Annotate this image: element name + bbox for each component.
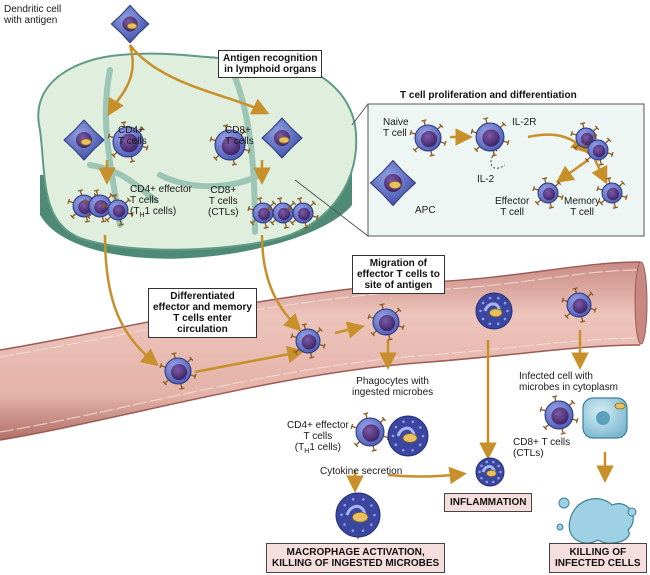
cd4-effector-2 (83, 189, 117, 223)
outcome-inflammation: INFLAMMATION (444, 493, 533, 512)
label-cd8-effector: CD8+ T cells (CTLs) (208, 185, 239, 218)
label-il2r: IL-2R (512, 117, 537, 128)
label-apc: APC (415, 205, 436, 216)
label-cd8-tcells: CD8+ T cells (225, 125, 254, 147)
cd4-effector-3 (102, 194, 134, 226)
box-differentiated: Differentiated effector and memory T cel… (148, 288, 257, 338)
cd8-effector-3 (287, 197, 319, 229)
label-cd4-effector-2: CD4+ effector T cells(TH1 cells) (287, 420, 349, 455)
outcome-macrophage-activation: MACROPHAGE ACTIVATION, KILLING OF INGEST… (266, 543, 446, 573)
label-cytokine: Cytokine secretion (320, 466, 403, 477)
label-il2: IL-2 (477, 174, 495, 185)
cd8-effector-2 (267, 197, 299, 229)
box-antigen-recognition: Antigen recognition in lymphoid organs (218, 50, 323, 78)
label-cd4-effector: CD4+ effector T cells(TH1 cells) (130, 184, 192, 219)
circulating-tcell-3 (367, 303, 405, 341)
label-cd4-tcells: CD4+ T cells (118, 125, 147, 147)
label-infected-cell: Infected cell with microbes in cytoplasm (519, 371, 618, 393)
flow-arrows (98, 44, 614, 540)
cd8-effector-1 (247, 197, 279, 229)
vessel-phagocyte (475, 292, 513, 330)
label-memory-tcell: Memory T cell (564, 196, 601, 218)
ctl-tcell (539, 395, 579, 435)
effector-tcell (532, 177, 564, 209)
cd4-tcell (107, 121, 149, 163)
circulating-tcell-1 (159, 352, 197, 390)
circulating-tcell-2 (290, 323, 326, 359)
proliferating-tcell (470, 117, 510, 157)
memory-tcell (596, 177, 628, 209)
killed-cell (556, 497, 637, 544)
effector-cd4-tcell (350, 412, 390, 452)
activated-macrophage (335, 492, 381, 538)
dendritic-cell-cd8 (261, 117, 303, 159)
naive-tcell (409, 119, 447, 157)
inflammation-cell (475, 457, 505, 487)
label-phagocytes: Phagocytes with ingested microbes (352, 376, 434, 398)
label-naive-tcell: Naive T cell (383, 117, 409, 139)
circulating-tcell-4 (561, 287, 597, 323)
cells-layer (63, 4, 628, 538)
header-proliferation: T cell proliferation and differentiation (400, 90, 577, 101)
outcome-killing-infected-cells: KILLING OF INFECTED CELLS (549, 543, 647, 573)
label-dendritic-cell: Dendritic cell with antigen (4, 4, 62, 26)
phagocyte-with-microbes (387, 415, 429, 457)
apc-cell (370, 160, 416, 206)
cd8-tcell (209, 124, 251, 166)
dendritic-cell-top (110, 4, 150, 44)
box-migration: Migration of effector T cells to site of… (352, 255, 445, 294)
cd4-effector-1 (67, 189, 101, 223)
label-cd8-ctls: CD8+ T cells (CTLs) (513, 437, 571, 459)
label-effector-tcell: Effector T cell (495, 196, 530, 218)
infected-cell (582, 397, 628, 439)
dendritic-cell-cd4 (63, 119, 105, 161)
dividing-tcell-2 (582, 134, 614, 166)
